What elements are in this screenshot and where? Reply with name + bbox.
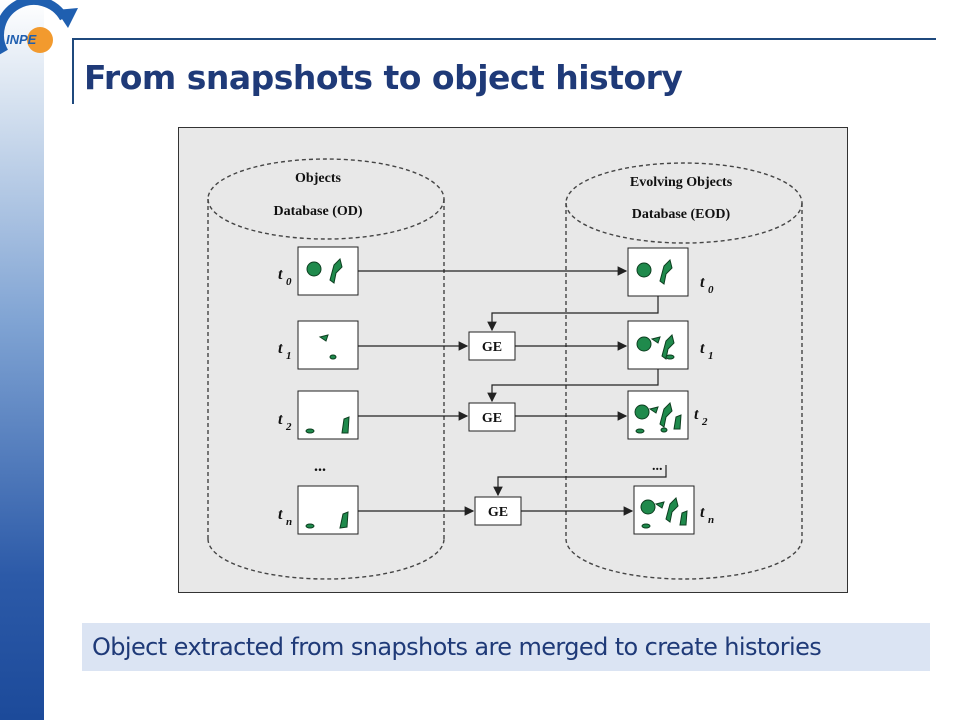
side-gradient-bar bbox=[0, 0, 44, 720]
snapshot-objects bbox=[305, 258, 350, 529]
time-label-t0-left: t bbox=[278, 266, 283, 283]
ge-box-1 bbox=[468, 331, 516, 361]
eod-label-line2: Database (EOD) bbox=[632, 207, 731, 222]
od-label-line2: Database (OD) bbox=[273, 204, 362, 219]
snapshot-box-t1 bbox=[297, 320, 359, 370]
od-database: Objects Database (OD) bbox=[207, 158, 445, 580]
time-sub-t1-left: 1 bbox=[286, 350, 292, 362]
time-label-t2-left: t bbox=[278, 411, 283, 428]
time-sub-tn-left: n bbox=[286, 516, 292, 528]
caption-text: Object extracted from snapshots are merg… bbox=[92, 633, 822, 661]
time-sub-tn-right: n bbox=[708, 514, 714, 526]
ge-label-3: GE bbox=[488, 505, 508, 520]
logo-text: INPE bbox=[6, 32, 37, 47]
header-rule bbox=[74, 38, 936, 40]
history-objects bbox=[634, 259, 688, 529]
time-sub-t2-right: 2 bbox=[701, 416, 708, 428]
ge-label-1: GE bbox=[482, 340, 502, 355]
time-label-t2-right: t bbox=[694, 406, 699, 423]
time-label-tn-right: t bbox=[700, 504, 705, 521]
time-label-t1-left: t bbox=[278, 340, 283, 357]
time-sub-t2-left: 2 bbox=[285, 421, 292, 433]
time-sub-t1-right: 1 bbox=[708, 350, 714, 362]
time-sub-t0-left: 0 bbox=[286, 276, 292, 288]
od-label-line1: Objects bbox=[295, 171, 341, 186]
ge-box-2 bbox=[468, 402, 516, 432]
time-label-tn-left: t bbox=[278, 506, 283, 523]
inpe-logo: INPE bbox=[0, 0, 78, 55]
eod-label-line1: Evolving Objects bbox=[630, 175, 733, 190]
arrows bbox=[358, 266, 667, 516]
ellipsis-right: ... bbox=[652, 459, 663, 474]
object-history-diagram: Objects Database (OD) Evolving Objects D… bbox=[178, 127, 848, 593]
ge-box-3 bbox=[474, 496, 522, 526]
time-sub-t0-right: 0 bbox=[708, 284, 714, 296]
ge-label-2: GE bbox=[482, 411, 502, 426]
caption-box: Object extracted from snapshots are merg… bbox=[82, 623, 930, 671]
eod-database: Evolving Objects Database (EOD) bbox=[565, 162, 803, 580]
time-label-t0-right: t bbox=[700, 274, 705, 291]
page-title: From snapshots to object history bbox=[84, 58, 683, 97]
ellipsis-left: ... bbox=[314, 458, 326, 475]
snapshot-box-t2 bbox=[297, 390, 359, 440]
time-label-t1-right: t bbox=[700, 340, 705, 357]
header-rule-vertical bbox=[72, 38, 74, 104]
